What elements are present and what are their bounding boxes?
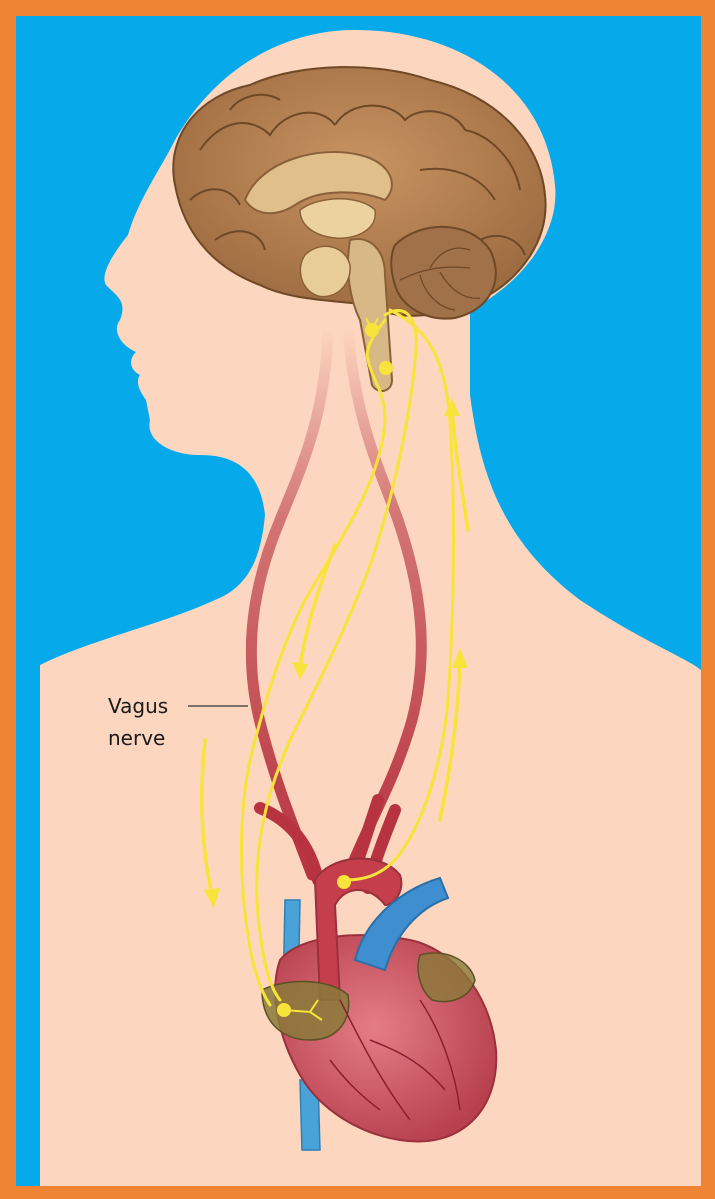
- vagus-nerve-illustration: Vagus nerve: [16, 16, 701, 1186]
- label-vagus: Vagus: [108, 694, 168, 718]
- label-nerve: nerve: [108, 726, 165, 750]
- aortic-node: [337, 875, 351, 889]
- diagram-canvas: Vagus nerve: [16, 16, 701, 1186]
- brainstem-node-lower: [379, 361, 393, 375]
